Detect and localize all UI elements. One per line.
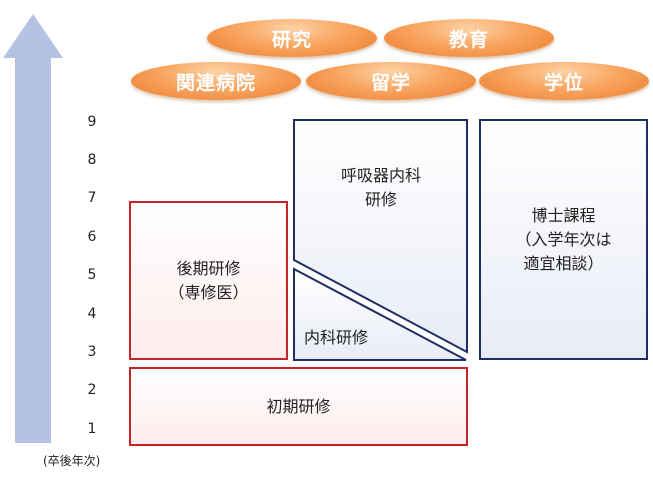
box-internal-medicine-shape xyxy=(293,267,467,361)
year-tick-2: 2 xyxy=(87,382,97,398)
box-initial-training: 初期研修 xyxy=(129,367,468,446)
year-tick-4: 4 xyxy=(87,306,97,322)
year-tick-5: 5 xyxy=(87,267,97,283)
year-tick-1: 1 xyxy=(87,421,97,437)
pill-study-abroad: 留学 xyxy=(306,62,476,100)
axis-label-years-after-graduation: (卒後年次) xyxy=(43,454,101,468)
pill-degree: 学位 xyxy=(479,62,649,100)
year-tick-9: 9 xyxy=(87,114,97,130)
pill-research: 研究 xyxy=(207,19,377,57)
pill-affiliated-hospitals: 関連病院 xyxy=(131,62,301,100)
year-tick-6: 6 xyxy=(87,229,97,245)
career-progress-arrow xyxy=(3,14,63,443)
box-internal-medicine-training: 内科研修 xyxy=(304,328,369,347)
year-tick-7: 7 xyxy=(87,190,97,206)
year-tick-8: 8 xyxy=(87,152,97,168)
box-respiratory-shape xyxy=(293,119,468,354)
box-doctoral-course: 博士課程 （入学年次は 適宜相談） xyxy=(479,119,648,360)
pill-education: 教育 xyxy=(384,19,554,57)
year-tick-3: 3 xyxy=(87,344,97,360)
box-respiratory-training: 呼吸器内科 研修 xyxy=(340,166,421,209)
box-later-training: 後期研修 （専修医） xyxy=(129,201,288,360)
